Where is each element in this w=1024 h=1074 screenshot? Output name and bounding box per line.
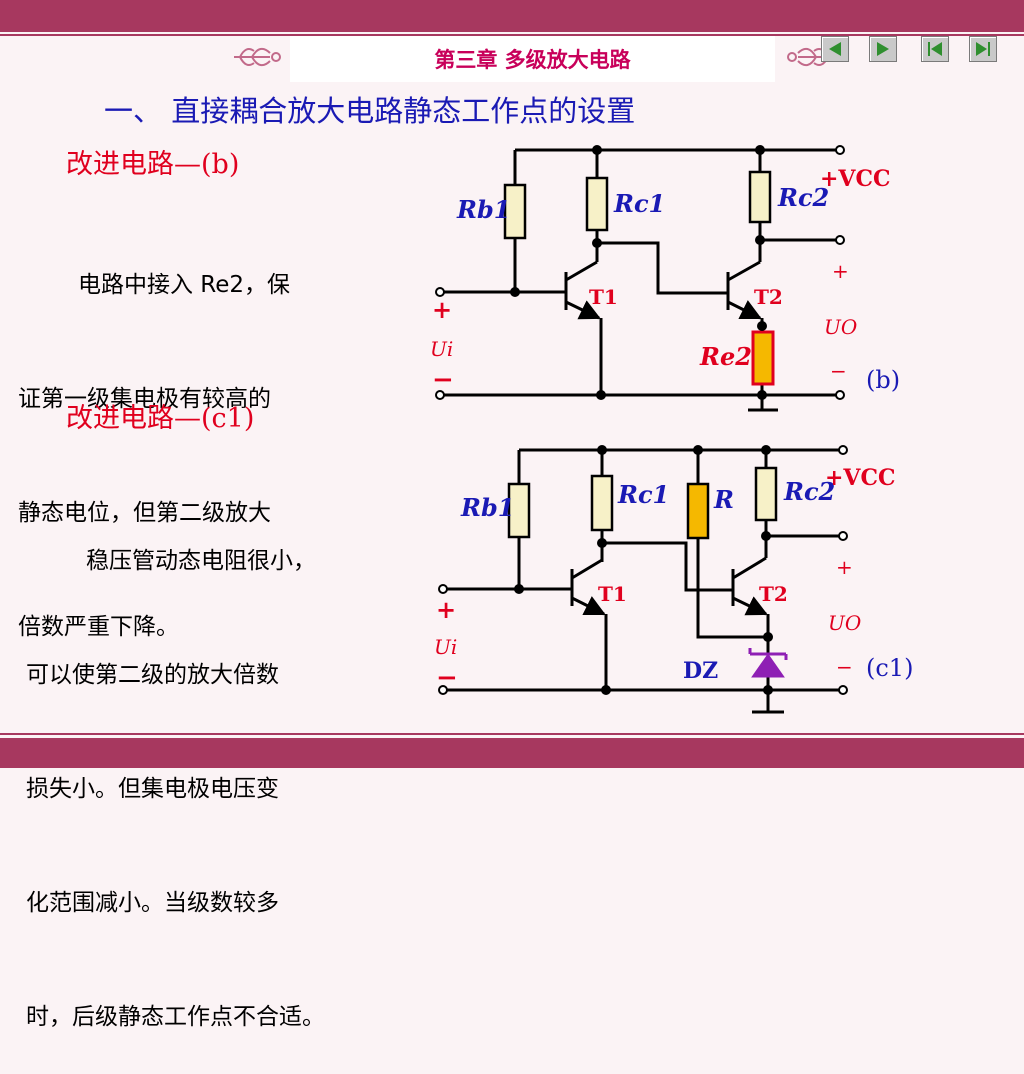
text-line: 化范围减小。当级数较多 <box>26 890 279 916</box>
left-ornament-icon <box>234 47 281 67</box>
last-page-icon <box>976 42 990 56</box>
chapter-title: 第三章 多级放大电路 <box>434 48 631 72</box>
circuit-c1-terminals <box>438 445 848 695</box>
text-line: 时，后级静态工作点不合适。 <box>26 1004 325 1030</box>
arrow-left-icon <box>829 42 841 56</box>
label-ui-c1: Ui <box>434 635 457 659</box>
section-b-title: 改进电路—(b) <box>66 149 240 180</box>
label-ui-plus-b: + <box>432 295 452 324</box>
resistor-r-c1 <box>686 482 710 540</box>
resistor-re2-b <box>751 330 775 386</box>
circuit-b-labels: Rb1 Rc1 Rc2 Re2 T1 T2 +VCC + Ui − + UO −… <box>430 166 900 395</box>
top-rule <box>0 34 1024 36</box>
label-rc2-b: Rc2 <box>777 183 829 212</box>
circuit-b-components <box>503 170 775 386</box>
label-vcc-b: +VCC <box>820 166 891 192</box>
label-r-c1: R <box>713 485 734 514</box>
label-dz-c1: DZ <box>683 658 718 684</box>
resistor-rc2-b <box>748 170 772 224</box>
circuit-b-nodes <box>510 145 767 400</box>
label-rb1-b: Rb1 <box>456 195 510 224</box>
circuit-b-terminals <box>435 145 845 400</box>
label-re2-b: Re2 <box>699 342 752 371</box>
first-button[interactable] <box>921 36 949 62</box>
circuit-c1-labels: Rb1 Rc1 R Rc2 T1 T2 DZ +VCC + Ui − + UO … <box>434 465 913 693</box>
label-t2-c1: T2 <box>759 582 788 606</box>
text-line: 损失小。但集电极电压变 <box>26 776 279 802</box>
label-ui-b: Ui <box>430 337 453 361</box>
label-uo-minus-b: − <box>830 359 847 383</box>
prev-button[interactable] <box>821 36 849 62</box>
resistor-rb1-c1 <box>507 482 531 539</box>
label-uo-minus-c1: − <box>836 655 853 679</box>
text-line: 证第一级集电极有较高的 <box>18 386 271 412</box>
label-vcc-c1: +VCC <box>825 465 896 491</box>
chapter-title-box <box>290 36 775 82</box>
label-rb1-c1: Rb1 <box>460 493 514 522</box>
label-ui-minus-c1: − <box>436 663 458 693</box>
caption-b: (b) <box>866 366 900 394</box>
slide-heading: 一、 直接耦合放大电路静态工作点的设置 <box>104 94 636 128</box>
label-uo-b: UO <box>824 315 857 339</box>
label-t1-c1: T1 <box>598 582 627 606</box>
section-b-text: 电路中接入 Re2，保 证第一级集电极有较高的 静态电位，但第二级放大 倍数严重… <box>18 190 290 684</box>
zener-diode-icon <box>748 648 788 678</box>
resistor-rc1-b <box>585 176 609 232</box>
text-line: 稳压管动态电阻很小， <box>86 548 316 574</box>
resistor-rb1-b <box>503 183 527 240</box>
arrow-right-icon <box>877 42 889 56</box>
label-uo-plus-c1: + <box>836 555 853 579</box>
next-button[interactable] <box>869 36 897 62</box>
last-button[interactable] <box>969 36 997 62</box>
label-rc1-c1: Rc1 <box>617 480 669 509</box>
label-uo-plus-b: + <box>832 259 849 283</box>
text-line: 倍数严重下降。 <box>18 614 179 640</box>
label-rc2-c1: Rc2 <box>783 477 835 506</box>
resistor-rc1-c1 <box>590 474 614 532</box>
section-c1-title: 改进电路—(c1) <box>66 403 255 434</box>
top-bar <box>0 0 1024 32</box>
label-t2-b: T2 <box>754 285 783 309</box>
bottom-rule <box>0 733 1024 735</box>
bottom-bar <box>0 738 1024 768</box>
label-rc1-b: Rc1 <box>613 189 665 218</box>
label-t1-b: T1 <box>589 285 618 309</box>
label-uo-c1: UO <box>828 611 861 635</box>
circuit-c1-nodes <box>514 445 773 695</box>
text-line: 电路中接入 Re2，保 <box>78 272 291 298</box>
label-ui-plus-c1: + <box>436 595 456 624</box>
text-line: 可以使第二级的放大倍数 <box>26 662 279 688</box>
first-page-icon <box>928 42 942 56</box>
label-ui-minus-b: − <box>432 365 454 395</box>
resistor-rc2-c1 <box>754 466 778 522</box>
circuit-c1 <box>443 448 843 714</box>
circuit-c1-components <box>507 466 778 540</box>
caption-c1: (c1) <box>866 654 913 682</box>
text-line: 静态电位，但第二级放大 <box>18 500 271 526</box>
